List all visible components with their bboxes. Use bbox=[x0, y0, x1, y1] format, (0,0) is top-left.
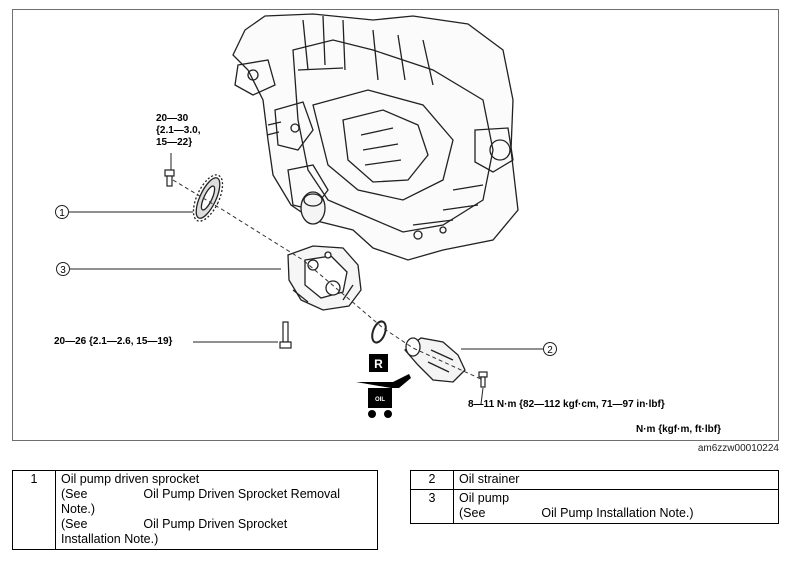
engine-block-illustration bbox=[232, 13, 519, 261]
svg-text:1: 1 bbox=[59, 208, 65, 219]
torque-spec-sprocket-bolt: 20—30 {2.1—3.0, 15—22} bbox=[156, 113, 201, 148]
image-id: am6zzw00010224 bbox=[697, 443, 779, 454]
callout-1: 1 bbox=[55, 205, 69, 219]
oil-pump-icon bbox=[287, 245, 362, 311]
pump-bolt-icon bbox=[279, 321, 292, 349]
sprocket-bolt-icon bbox=[164, 169, 175, 187]
callout-3: 3 bbox=[56, 262, 70, 276]
svg-text:OIL: OIL bbox=[375, 397, 385, 403]
torque-spec-pump-bolt: 20—26 {2.1—2.6, 15—19} bbox=[54, 336, 173, 347]
replace-part-symbol: R bbox=[369, 354, 388, 372]
exploded-view-diagram: 1 3 2 R OIL bbox=[55, 13, 557, 418]
svg-text:3: 3 bbox=[60, 265, 66, 276]
part-number: 2 bbox=[410, 470, 454, 490]
oil-pump-driven-sprocket-icon bbox=[192, 174, 224, 222]
table-row: 2 Oil strainer bbox=[410, 470, 779, 490]
part-description: Oil strainer bbox=[453, 470, 779, 490]
leader-lines bbox=[68, 153, 544, 405]
unit-note: N·m {kgf·m, ft·lbf} bbox=[636, 424, 721, 435]
strainer-bolt-icon bbox=[478, 371, 488, 388]
svg-text:R: R bbox=[374, 357, 383, 371]
assembly-axis-line bbox=[172, 179, 484, 381]
oil-can-icon: OIL bbox=[356, 374, 411, 418]
diagram-frame: 1 3 2 R OIL 20—30 {2.1—3.0, 15—22} 20—26… bbox=[12, 9, 779, 441]
torque-spec-strainer-bolt: 8—11 N·m {82—112 kgf·cm, 71—97 in·lbf} bbox=[468, 399, 665, 410]
part-number: 1 bbox=[12, 470, 56, 550]
part-number: 3 bbox=[410, 489, 454, 524]
o-ring-icon bbox=[371, 320, 387, 344]
oil-strainer-icon bbox=[404, 337, 466, 383]
svg-text:2: 2 bbox=[547, 345, 553, 356]
callout-2: 2 bbox=[543, 342, 557, 356]
